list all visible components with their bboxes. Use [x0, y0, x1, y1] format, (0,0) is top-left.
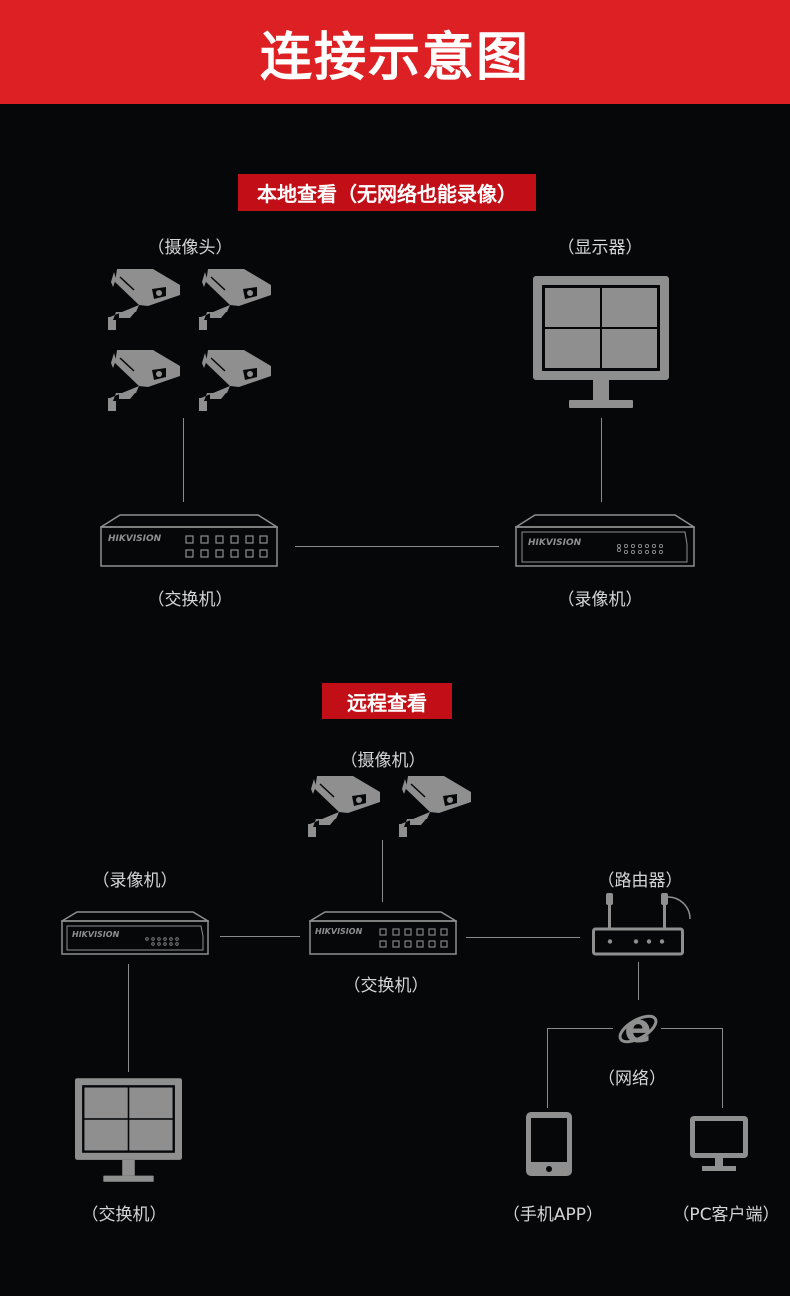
camera-icon	[108, 268, 183, 330]
camera-icon	[308, 775, 383, 837]
remote-monitor-label: （交换机）	[81, 1205, 167, 1225]
connector-line	[220, 936, 300, 937]
remote-router-label: （路由器）	[597, 871, 683, 891]
monitor-icon	[75, 1078, 182, 1182]
network-label: （网络）	[598, 1069, 666, 1089]
brand-logo: HIKVISION	[528, 538, 582, 548]
connector-line	[128, 964, 129, 1072]
nvr-icon: HIKVISION	[61, 911, 209, 955]
connector-line	[601, 418, 602, 502]
page-header: 连接示意图	[0, 0, 790, 104]
local-camera-label: （摄像头）	[147, 238, 233, 258]
connector-line	[466, 937, 580, 938]
monitor-icon	[533, 276, 669, 408]
local-monitor-label: （显示器）	[557, 238, 643, 258]
page-title: 连接示意图	[259, 27, 530, 88]
switch-icon: HIKVISION	[100, 514, 278, 567]
camera-icon	[199, 349, 274, 411]
remote-nvr-label: （录像机）	[92, 871, 178, 891]
connector-line	[183, 418, 184, 502]
camera-icon	[199, 268, 274, 330]
phone-icon	[526, 1112, 572, 1176]
brand-logo: HIKVISION	[72, 930, 120, 939]
connector-line	[547, 1028, 613, 1029]
remote-section-title: 远程查看	[322, 683, 452, 719]
camera-icon	[108, 349, 183, 411]
internet-icon: e	[618, 1006, 658, 1051]
switch-icon: HIKVISION	[309, 911, 457, 955]
remote-switch-label: （交换机）	[343, 976, 429, 996]
svg-text:e: e	[624, 1006, 651, 1051]
router-icon	[592, 893, 694, 957]
remote-camera-label: （摄像机）	[340, 751, 426, 771]
connector-line	[722, 1028, 723, 1108]
connector-line	[295, 546, 499, 547]
connector-line	[547, 1028, 548, 1108]
nvr-icon: HIKVISION	[515, 514, 695, 567]
connector-line	[382, 840, 383, 902]
connector-line	[638, 962, 639, 1000]
local-nvr-label: （录像机）	[557, 590, 643, 610]
local-switch-label: （交换机）	[147, 590, 233, 610]
local-section-title: 本地查看（无网络也能录像）	[238, 174, 536, 211]
pc-label: （PC客户端）	[672, 1205, 780, 1225]
pc-icon	[690, 1116, 748, 1171]
camera-icon	[399, 775, 474, 837]
phone-label: （手机APP）	[502, 1205, 604, 1225]
brand-logo: HIKVISION	[315, 927, 363, 936]
brand-logo: HIKVISION	[108, 534, 162, 544]
connector-line	[661, 1028, 722, 1029]
